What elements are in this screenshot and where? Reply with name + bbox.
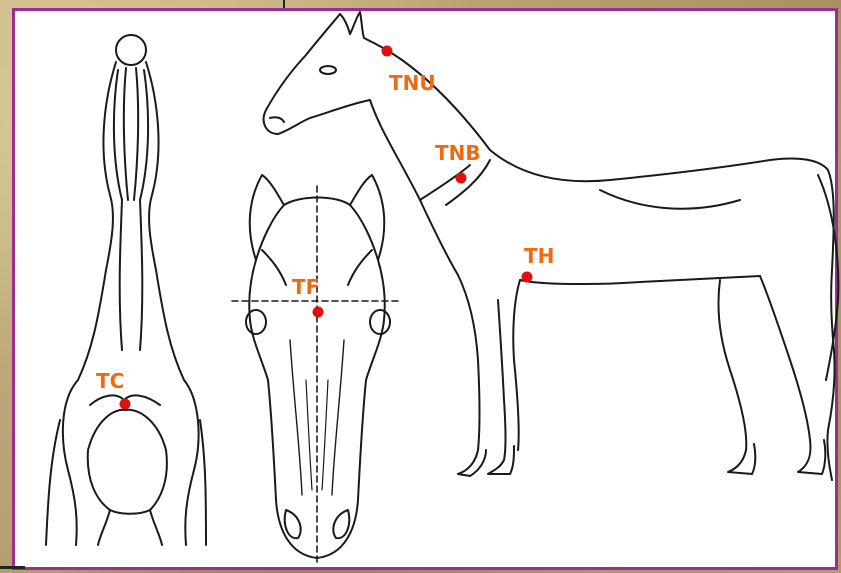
- label-th: TH: [524, 246, 554, 266]
- label-tnu: TNU: [389, 73, 436, 93]
- label-tnb: TNB: [435, 143, 481, 163]
- marker-dot-th: [522, 272, 533, 283]
- marker-dot-tnu: [382, 46, 393, 57]
- marker-dot-tf: [313, 307, 324, 318]
- label-tc: TC: [96, 371, 124, 391]
- marker-dot-tc: [120, 399, 131, 410]
- marker-dot-tnb: [456, 173, 467, 184]
- label-tf: TF: [292, 277, 319, 297]
